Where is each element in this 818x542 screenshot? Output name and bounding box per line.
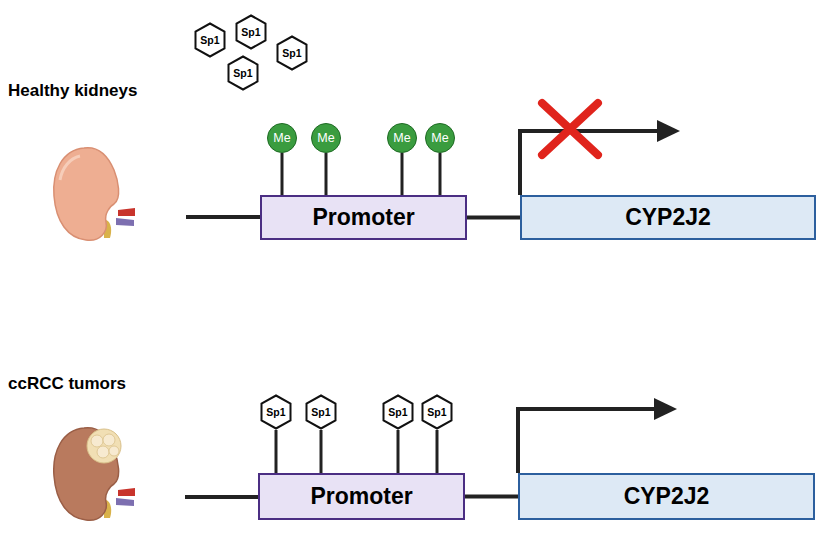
sp1-hexagon: Sp1 [260,394,292,430]
group-label: ccRCC tumors [8,374,126,394]
promoter-box: Promoter [260,195,467,240]
stem-line [281,153,284,195]
group-label: Healthy kidneys [8,81,137,101]
methyl-circle: Me [387,123,417,153]
arrowhead [654,398,677,420]
stem-line [325,153,328,195]
stem-line [320,430,323,473]
factor-label: Sp1 [241,26,260,38]
methyl-label: Me [393,131,410,145]
box-label: CYP2J2 [625,204,711,231]
dna-line [467,216,520,220]
stem-line [397,430,400,473]
stem-line [436,430,439,473]
factor-label: Sp1 [388,406,407,418]
sp1-hexagon: Sp1 [227,55,259,91]
healthy-kidney [54,148,135,241]
methyl-circle: Me [425,123,455,153]
dna-line [186,215,260,219]
sp1-hexagon: Sp1 [235,14,267,50]
factor-label: Sp1 [233,67,252,79]
factor-label: Sp1 [266,406,285,418]
box-label: Promoter [312,204,414,231]
stem-line [439,153,442,195]
methyl-label: Me [431,131,448,145]
methyl-circle: Me [267,123,297,153]
transcription-arrow [520,131,660,195]
dna-line [185,495,258,499]
stem-line [275,430,278,473]
stem-line [401,153,404,195]
gene-box: CYP2J2 [520,195,816,240]
box-label: CYP2J2 [624,483,710,510]
promoter-box: Promoter [258,473,465,520]
block-cross [542,103,598,155]
sp1-hexagon: Sp1 [276,35,308,71]
sp1-hexagon: Sp1 [194,22,226,58]
factor-label: Sp1 [427,406,446,418]
sp1-hexagon: Sp1 [421,394,453,430]
box-label: Promoter [310,483,412,510]
methyl-circle: Me [311,123,341,153]
sp1-hexagon: Sp1 [305,394,337,430]
methyl-label: Me [273,131,290,145]
transcription-arrow [518,409,657,473]
factor-label: Sp1 [200,34,219,46]
tumor-kidney [54,428,135,521]
dna-line [465,495,518,499]
arrowhead [657,120,680,142]
factor-label: Sp1 [311,406,330,418]
gene-box: CYP2J2 [518,473,815,520]
factor-label: Sp1 [282,47,301,59]
sp1-hexagon: Sp1 [382,394,414,430]
methyl-label: Me [317,131,334,145]
